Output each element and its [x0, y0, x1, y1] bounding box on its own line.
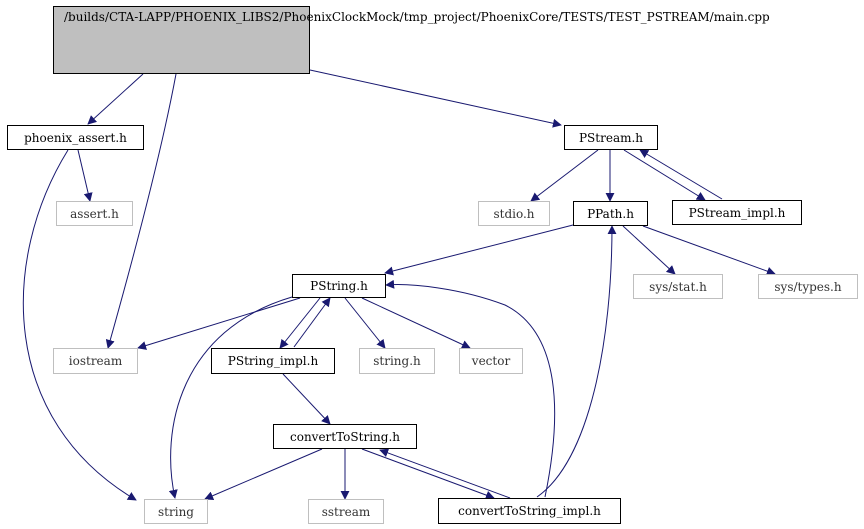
node-iostream: iostream	[53, 348, 138, 374]
node-convert-to-string-impl-h[interactable]: convertToString_impl.h	[438, 498, 621, 524]
edge-pstream-to-pstream-impl	[623, 149, 706, 201]
node-main-cpp-line-3: /tmp_project/PhoenixCore	[399, 10, 559, 24]
edge-convert-to-string-to-impl	[361, 448, 495, 500]
edge-pstring-to-vector	[361, 297, 471, 349]
node-stdio-h: stdio.h	[478, 201, 550, 226]
edge-phoenix-assert-to-string	[22, 149, 137, 501]
node-sys-types-h: sys/types.h	[758, 274, 858, 299]
node-string: string	[144, 499, 208, 524]
node-pstream-h[interactable]: PStream.h	[564, 125, 658, 150]
edge-pstring-impl-to-pstring	[293, 297, 331, 348]
node-pstream-impl-h[interactable]: PStream_impl.h	[672, 200, 802, 225]
edge-main-to-phoenix-assert	[87, 73, 144, 125]
edge-pstring-to-string	[168, 296, 293, 499]
node-convert-to-string-h[interactable]: convertToString.h	[273, 424, 417, 449]
node-phoenix-assert-h[interactable]: phoenix_assert.h	[7, 125, 144, 150]
edge-pstream-impl-to-pstream	[639, 149, 723, 200]
edge-pstring-to-string-h	[344, 297, 386, 349]
node-main-cpp-line-1: /builds/CTA-LAPP/PHOENIX	[64, 10, 237, 24]
node-vector: vector	[459, 348, 523, 374]
edge-pstring-to-pstring-impl	[279, 297, 321, 349]
node-string-h: string.h	[359, 348, 435, 374]
edge-main-to-iostream	[105, 73, 177, 349]
edge-phoenix-assert-to-assert	[77, 149, 93, 202]
node-sstream: sstream	[308, 499, 384, 524]
node-main-cpp-line-2: _LIBS2/PhoenixClockMock	[236, 10, 400, 24]
edge-ppath-to-sys-types	[642, 225, 776, 276]
edge-ppath-to-pstring	[384, 224, 574, 276]
edge-main-to-pstream	[309, 69, 562, 128]
edge-convert-to-string-to-string	[204, 448, 323, 500]
node-main-cpp[interactable]: /builds/CTA-LAPP/PHOENIX _LIBS2/PhoenixC…	[53, 6, 770, 74]
edge-pstring-to-iostream	[137, 297, 301, 350]
node-pstring-h[interactable]: PString.h	[292, 274, 386, 298]
edge-ppath-to-sys-stat	[622, 225, 676, 275]
edge-impl-to-pstring	[385, 279, 556, 498]
edge-impl-to-convert-to-string	[379, 448, 511, 499]
edge-pstream-to-stdio	[530, 149, 599, 202]
node-pstring-impl-h[interactable]: PString_impl.h	[211, 348, 335, 374]
node-ppath-h[interactable]: PPath.h	[573, 201, 648, 226]
edge-pstring-impl-to-convert-to-string	[282, 373, 331, 425]
node-main-cpp-line-4: /TESTS/TEST_PSTREAM/main.cpp	[558, 10, 770, 24]
edge-impl-to-ppath	[536, 225, 617, 498]
node-assert-h: assert.h	[56, 201, 133, 226]
node-sys-stat-h: sys/stat.h	[633, 274, 723, 299]
